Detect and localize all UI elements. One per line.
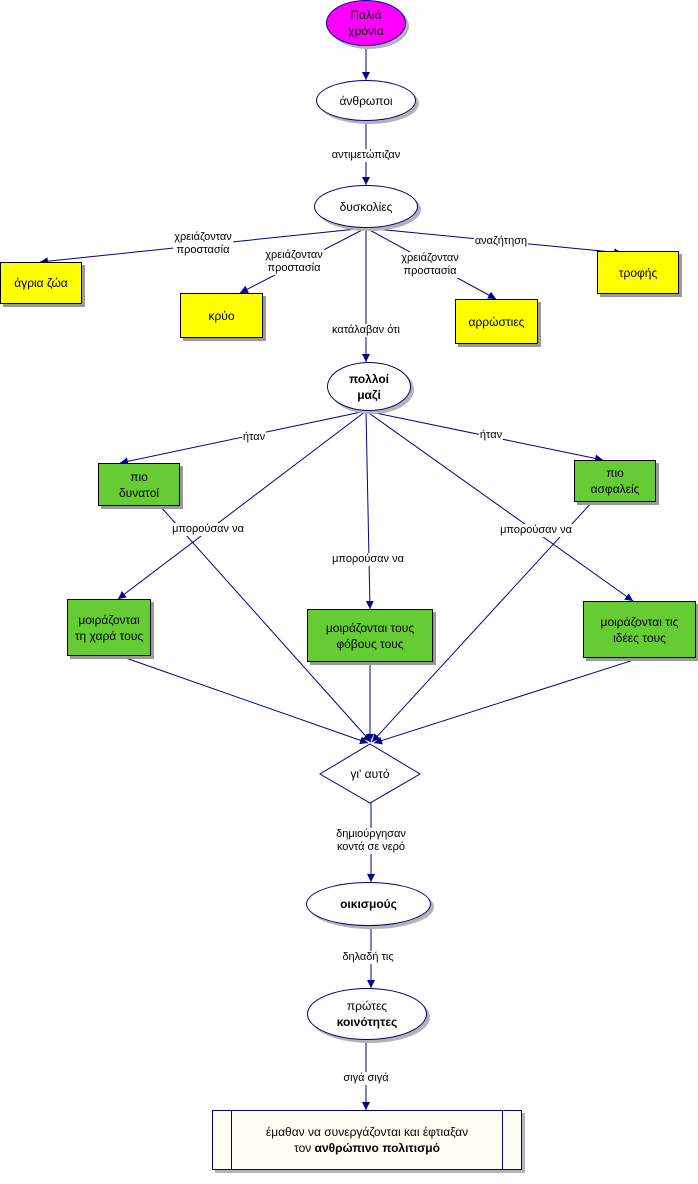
label-were-safer: ήταν	[478, 429, 504, 442]
node-difficulties: δυσκολίες	[314, 185, 418, 228]
edge-share-ideas-therefore	[373, 657, 641, 745]
node-share-ideas: μοιράζονται τις ιδέες τους	[583, 601, 696, 658]
node-share-joy: μοιράζονται τη χαρά τους	[67, 599, 151, 656]
edge-many-together-share-joy	[117, 410, 367, 600]
first-communities-line2: κοινότητες	[336, 1015, 398, 1029]
label-realized: κατάλαβαν ότι	[331, 324, 401, 337]
final-outcome-line2-bold: ανθρώπινο πολιτισμό	[314, 1141, 440, 1155]
label-gradually: σιγά σιγά	[342, 1072, 390, 1085]
label-could-middle: μπορούσαν να	[331, 553, 405, 566]
label-needed-protection-diseases: χρειάζονταν προστασία	[400, 252, 460, 278]
label-namely: δηλαδή τις	[341, 951, 395, 964]
final-outcome-line2: τον ανθρώπινο πολιτισμό	[294, 1140, 440, 1156]
label-could-right: μπορούσαν να	[499, 524, 573, 537]
edge-share-joy-therefore	[119, 655, 369, 745]
node-stronger: πιο δυνατοί	[98, 463, 180, 506]
label-created: δημιούργησαν κοντά σε νερό	[335, 828, 407, 854]
node-therefore: γι' αυτό	[350, 767, 390, 781]
node-settlements: οικισμούς	[306, 882, 431, 926]
node-people: άνθρωποι	[316, 80, 416, 121]
node-diseases: αρρώστιες	[455, 299, 538, 344]
node-wild-animals: άγρια ζώα	[0, 262, 82, 304]
label-search: αναζήτηση	[473, 235, 529, 248]
final-outcome-line1: έμαθαν να συνεργάζονται και έφτιαξαν	[265, 1125, 469, 1139]
first-communities-line1: πρώτες	[346, 999, 388, 1013]
node-share-fears: μοιράζονται τους φόβους τους	[307, 609, 433, 662]
edge-stronger-therefore	[159, 505, 372, 743]
node-first-communities: πρώτες κοινότητες	[307, 988, 427, 1040]
edge-many-together-share-fears	[365, 410, 374, 610]
decision-diamond	[319, 743, 421, 804]
edge-safer-therefore	[371, 500, 594, 743]
node-food: τροφής	[597, 251, 679, 294]
label-could-left: μπορούσαν να	[171, 523, 245, 536]
node-final-outcome: έμαθαν να συνεργάζονται και έφτιαξαν τον…	[212, 1110, 522, 1170]
node-safer: πιο ασφαλείς	[574, 460, 656, 502]
node-many-together: πολλοί μαζί	[327, 362, 411, 411]
label-faced: αντιμετώπιζαν	[330, 149, 402, 162]
node-old-times: Παλιά χρόνια	[326, 0, 406, 46]
label-needed-protection-cold: χρειάζονταν προστασία	[264, 249, 324, 275]
edge-many-together-share-ideas	[365, 410, 634, 602]
node-cold: κρύο	[180, 293, 263, 338]
label-were-stronger: ήταν	[241, 431, 267, 444]
final-outcome-line2-plain: τον	[294, 1141, 315, 1155]
label-needed-protection-wild: χρειάζονταν προστασία	[173, 231, 233, 257]
